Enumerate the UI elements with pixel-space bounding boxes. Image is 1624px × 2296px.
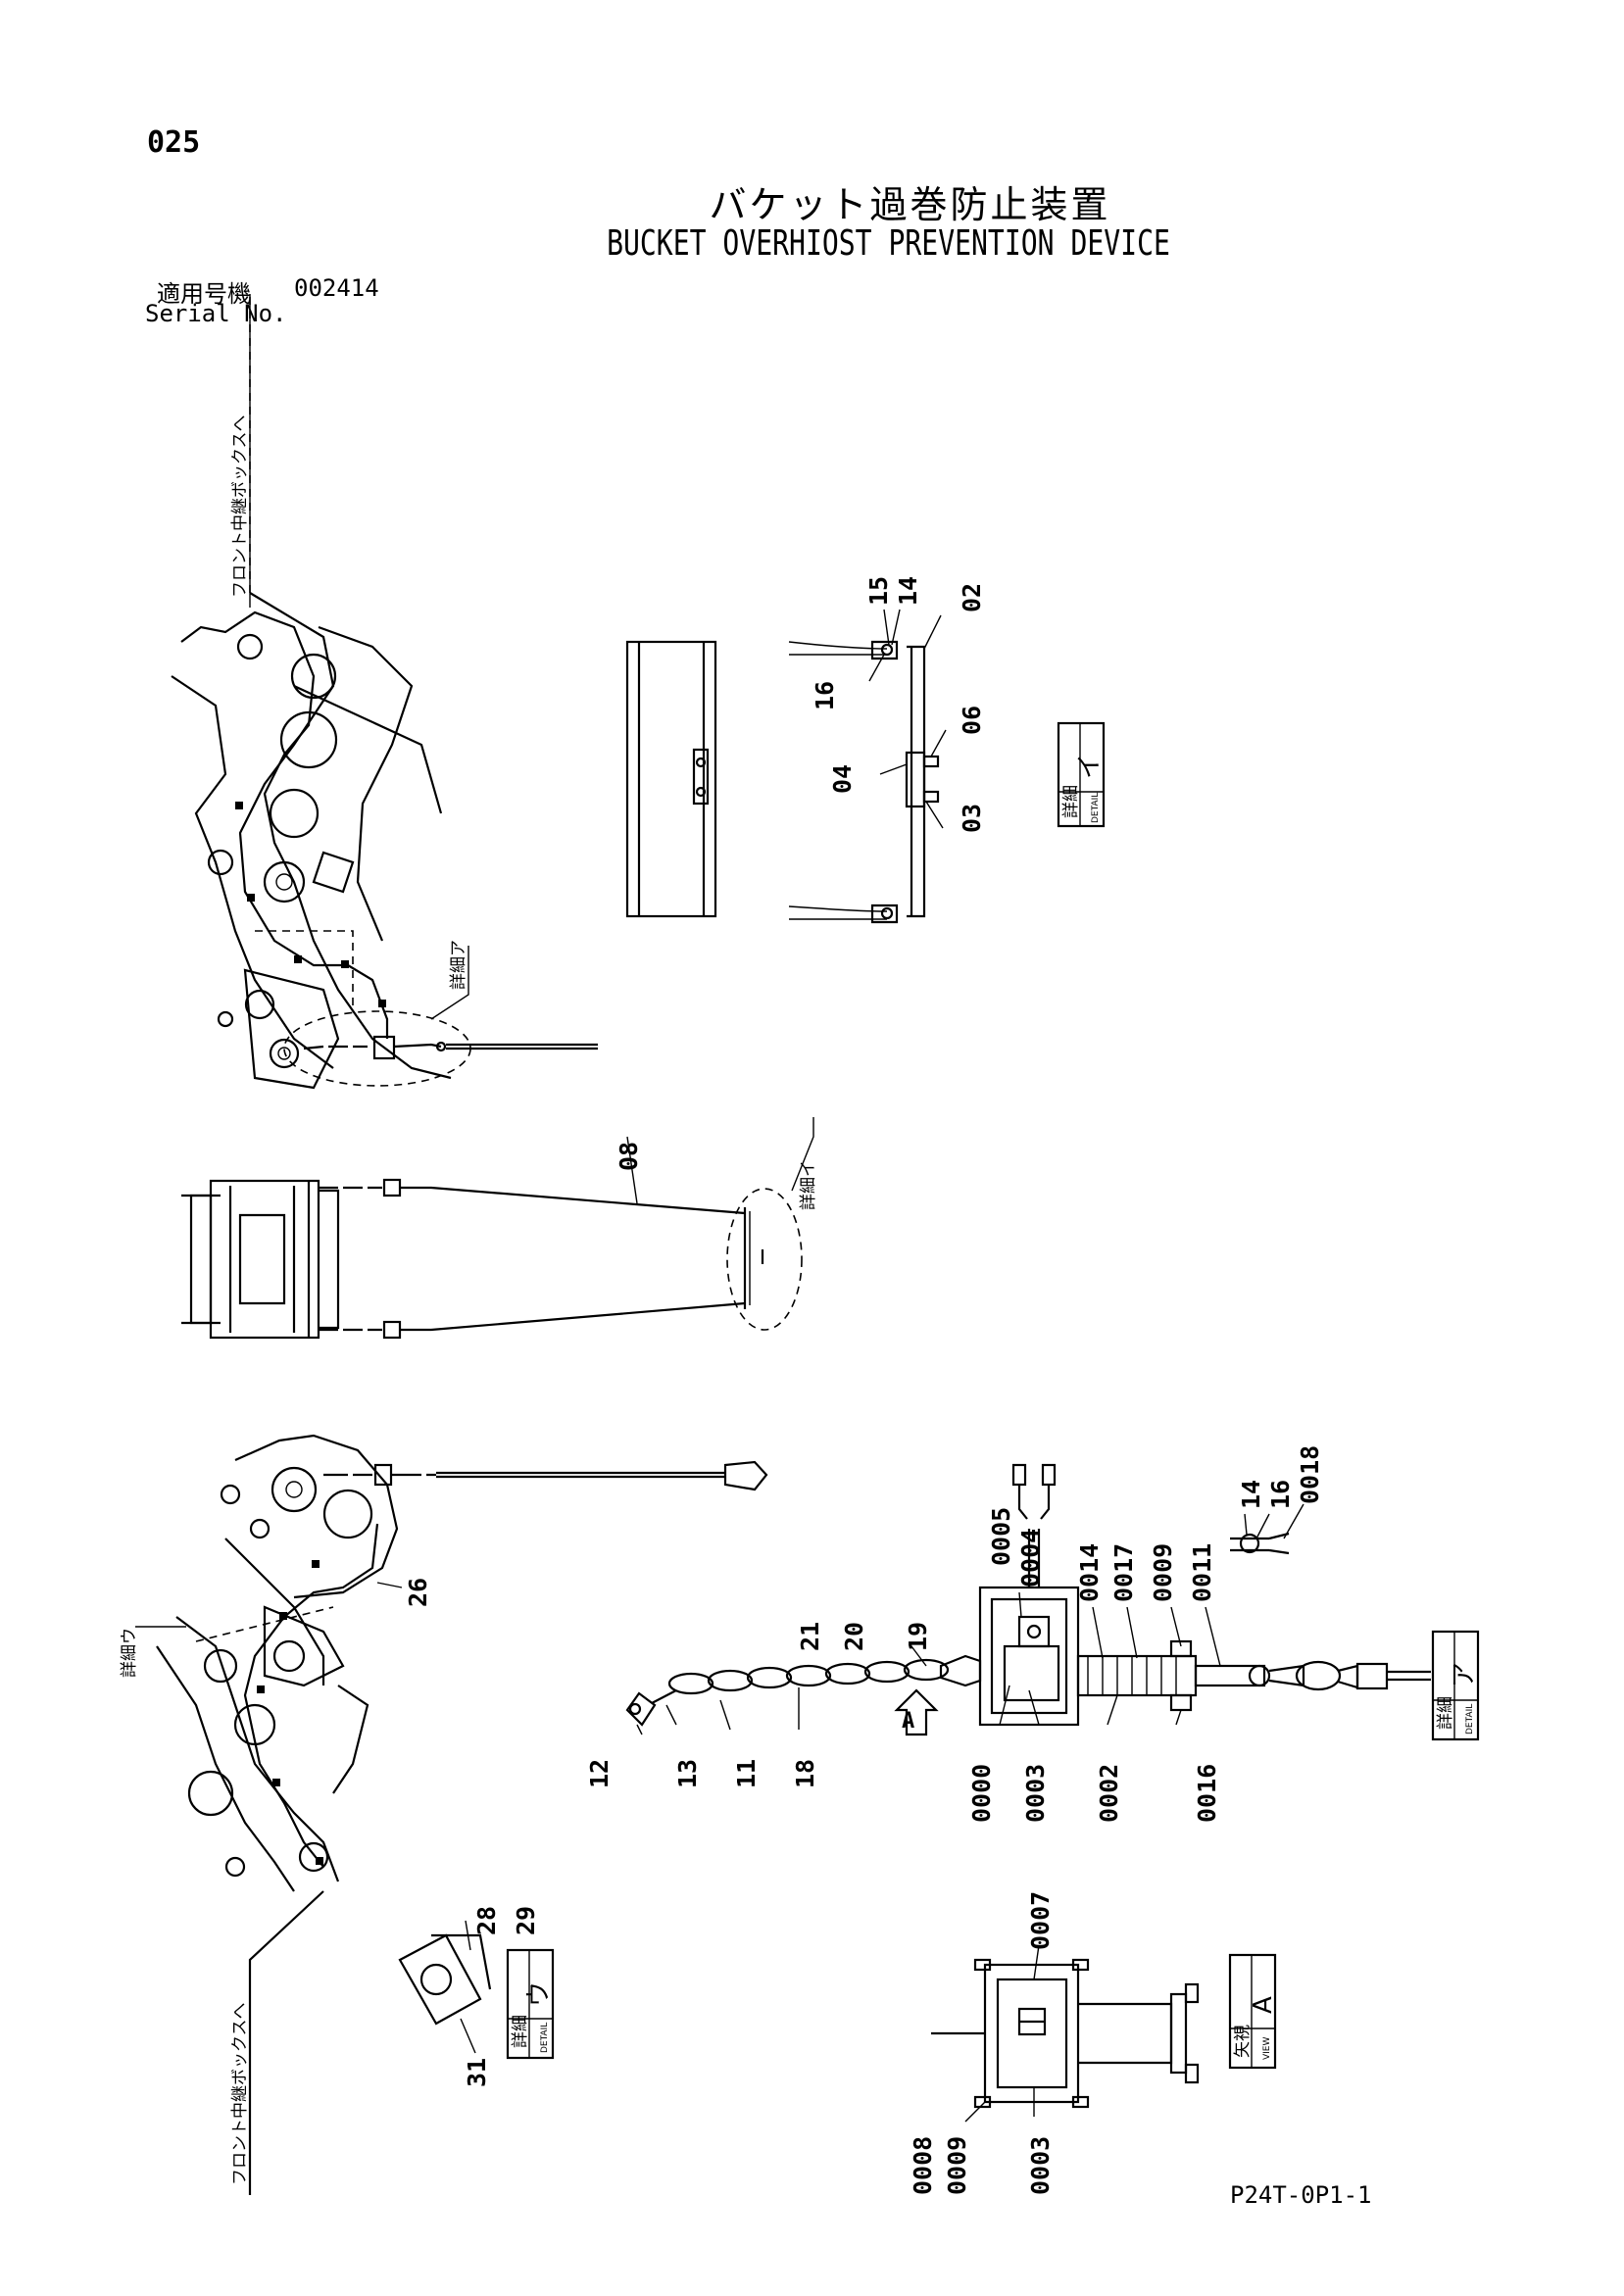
callout-13: 13	[673, 1759, 702, 1788]
detail-u-drawing	[398, 1920, 492, 2054]
detail-box-a: 詳 細 DETAIL ア	[1431, 1630, 1480, 1741]
callout-18: 18	[791, 1759, 819, 1788]
callout-04: 04	[828, 764, 857, 794]
callout-02: 02	[958, 583, 986, 612]
view-a-drawing	[931, 1944, 1200, 2123]
detail-i-drawing	[788, 609, 947, 924]
bar-front-view	[625, 640, 717, 918]
callout-28: 28	[472, 1906, 501, 1935]
front-relay-box-label-top: フロント中継ボックスへ	[230, 415, 250, 599]
detail-box-i-kanji-2: 細	[1061, 785, 1081, 802]
callout-0000: 0000	[967, 1764, 996, 1823]
detail-box-a-kana: ア	[1450, 1662, 1479, 1687]
serial-number-value: 002414	[294, 274, 379, 302]
boom-side-view-top	[171, 294, 598, 1090]
detail-box-u: 詳 細 DETAIL ウ	[506, 1948, 555, 2060]
callout-0009: 0009	[1149, 1543, 1177, 1602]
detail-u-leader-label: 詳細ウ	[120, 1628, 139, 1678]
callout-08: 08	[615, 1142, 643, 1171]
callout-12: 12	[585, 1759, 614, 1788]
callout-0002: 0002	[1095, 1764, 1123, 1823]
detail-box-i-kanji-1: 詳	[1061, 802, 1081, 818]
detail-box-u-kana: ウ	[524, 1981, 554, 2007]
detail-box-a-kanji-2: 細	[1436, 1696, 1455, 1713]
page-title-english: BUCKET OVERHIOST PREVENTION DEVICE	[607, 223, 1170, 264]
serial-label-japanese: 適用号機	[157, 280, 251, 308]
detail-a-drawing	[625, 1463, 1431, 1736]
callout-16-detail-a: 16	[1266, 1480, 1295, 1509]
callout-0018: 0018	[1296, 1445, 1324, 1504]
view-box-kanji-1: 矢	[1233, 2041, 1253, 2058]
view-box-letter: A	[1249, 1996, 1278, 2014]
view-box-a: 矢 視 VIEW A	[1228, 1953, 1278, 2070]
detail-box-u-en: DETAIL	[540, 2023, 550, 2053]
detail-box-i: 詳 細 DETAIL イ	[1057, 721, 1106, 828]
callout-20: 20	[840, 1622, 868, 1651]
callout-0005: 0005	[987, 1507, 1015, 1566]
detail-box-i-kana: イ	[1075, 754, 1105, 779]
view-box-kanji-2: 視	[1233, 2025, 1253, 2041]
front-relay-box-label-bottom: フロント中継ボックスへ	[230, 2003, 250, 2186]
callout-0011: 0011	[1188, 1543, 1216, 1602]
callout-31: 31	[463, 2058, 491, 2087]
plan-view	[181, 1117, 814, 1340]
drawing-code: P24T-0P1-1	[1230, 2181, 1372, 2209]
detail-box-u-kanji-1: 詳	[511, 2031, 530, 2048]
detail-box-i-en: DETAIL	[1091, 793, 1101, 823]
callout-0014: 0014	[1075, 1543, 1104, 1602]
callout-06: 06	[958, 706, 986, 735]
callout-0003-view-a: 0003	[1026, 2136, 1055, 2195]
callout-16-top: 16	[811, 681, 839, 710]
callout-11: 11	[732, 1759, 761, 1788]
detail-box-u-kanji-2: 細	[511, 2015, 530, 2031]
callout-0003-detail-a: 0003	[1021, 1764, 1050, 1823]
callout-0017: 0017	[1109, 1543, 1138, 1602]
callout-15-top: 15	[864, 576, 893, 606]
callout-14-detail-a: 14	[1237, 1480, 1265, 1509]
boom-side-view-bottom	[135, 1434, 768, 2195]
view-box-en: VIEW	[1262, 2037, 1272, 2060]
callout-0004: 0004	[1016, 1529, 1045, 1588]
callout-29: 29	[512, 1906, 540, 1935]
detail-box-a-kanji-1: 詳	[1436, 1713, 1455, 1730]
callout-0016: 0016	[1193, 1764, 1221, 1823]
callout-14-top: 14	[894, 576, 922, 606]
callout-0007: 0007	[1026, 1891, 1055, 1950]
callout-0008: 0008	[909, 2136, 937, 2195]
detail-box-a-en: DETAIL	[1465, 1704, 1475, 1734]
callout-0009-view-a: 0009	[943, 2136, 971, 2195]
callout-03: 03	[958, 804, 986, 833]
callout-19: 19	[904, 1622, 932, 1651]
serial-label-english: Serial No.	[145, 300, 287, 327]
page-number: 025	[147, 125, 201, 160]
detail-a-leader-label: 詳細ア	[449, 940, 468, 990]
detail-i-leader-label: 詳細イ	[799, 1160, 818, 1210]
page-title-japanese: バケット過巻防止装置	[709, 183, 1111, 226]
callout-21: 21	[796, 1622, 824, 1651]
view-arrow-label: A	[902, 1709, 914, 1734]
callout-26: 26	[404, 1578, 432, 1607]
